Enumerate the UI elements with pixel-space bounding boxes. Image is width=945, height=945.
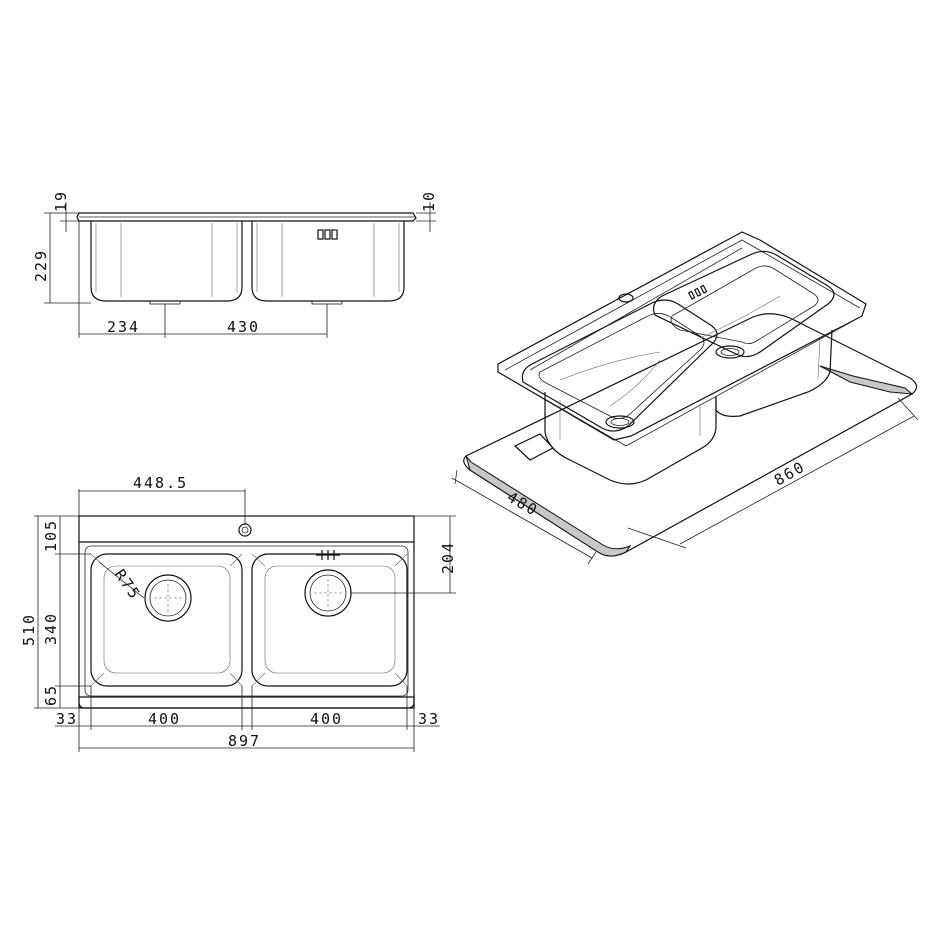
plan-outer-edge [78,515,415,709]
dim-tap: 448.5 [133,474,188,492]
side-rim [76,212,417,222]
plan-overflow-icon [316,550,340,560]
dim-cutout-depth: 480 [504,488,542,520]
dim-right-margin: 33 [418,710,440,728]
dim-spacing: 430 [227,318,260,336]
dim-drain-offset: 204 [439,541,457,574]
iso-sink [497,231,867,485]
plan-right-bowl [251,553,408,687]
side-view: 19 229 10 234 430 [32,190,438,338]
dim-offset: 234 [107,318,140,336]
dim-top-left: 19 [52,190,70,212]
plan-view: 448.5 510 105 340 65 R75 204 33 400 400 … [20,474,457,752]
dim-front: 65 [42,684,60,706]
dim-radius: R75 [111,566,145,603]
dim-top-right: 10 [420,190,438,212]
dim-bowl-depth: 340 [42,612,60,645]
iso-view: 480 860 [451,231,919,565]
dim-cutout-width: 860 [771,457,809,489]
tap-hole [238,523,252,537]
side-left-bowl [90,221,243,302]
side-right-bowl [251,221,405,302]
dim-depth: 510 [20,613,38,646]
dim-height: 229 [32,249,50,282]
dim-bowl-left: 400 [148,710,181,728]
iso-countertop [463,313,918,557]
dim-bowl-right: 400 [310,710,343,728]
overflow-icon [317,229,338,240]
dim-back: 105 [42,519,60,552]
dim-left-margin: 33 [56,710,78,728]
dim-total: 897 [228,732,261,750]
iso-overflow-icon [687,284,708,300]
